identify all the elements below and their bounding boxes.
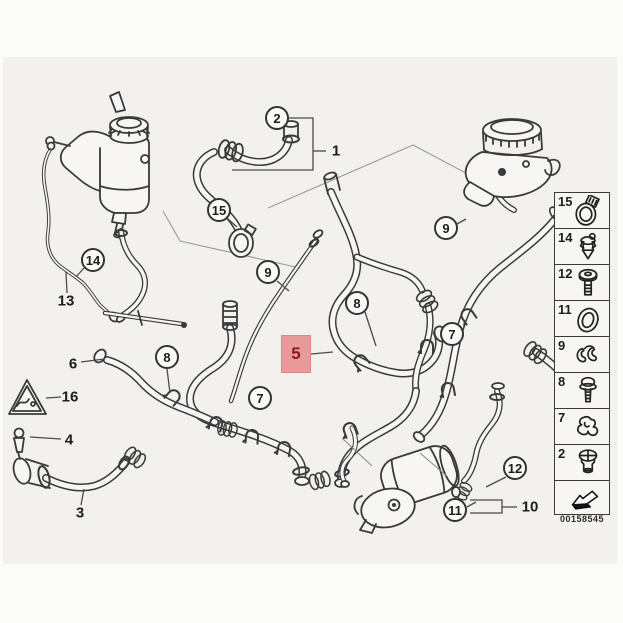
sensor-4 — [13, 427, 25, 460]
legend-row-11[interactable]: 11 — [555, 301, 609, 337]
hose-group-6 — [93, 300, 333, 492]
direction-arrow-icon — [571, 490, 599, 510]
clamp-15-part — [228, 223, 257, 258]
callout-9-left[interactable]: 9 — [256, 260, 280, 284]
legend-num-11: 11 — [558, 302, 572, 317]
legend-row-14[interactable]: 14 — [555, 229, 609, 265]
label-4[interactable]: 4 — [64, 431, 74, 449]
label-1[interactable]: 1 — [331, 142, 341, 160]
callout-11[interactable]: 11 — [443, 498, 467, 522]
callout-8-left[interactable]: 8 — [155, 345, 179, 369]
label-13[interactable]: 13 — [57, 292, 75, 310]
label-10[interactable]: 10 — [521, 498, 539, 516]
callout-8-right[interactable]: 8 — [345, 291, 369, 315]
diagram-part-number: 00158545 — [559, 514, 605, 524]
legend-row-arrow[interactable] — [555, 481, 609, 514]
spring-clip-icon — [577, 415, 599, 437]
legend-num-9: 9 — [558, 338, 566, 353]
washer-screw-icon — [579, 376, 597, 403]
thermostat-housing — [463, 118, 561, 207]
highlighted-part-5[interactable]: 5 — [281, 335, 311, 373]
bracket-part-1 — [232, 117, 326, 171]
legend-num-7: 7 — [558, 410, 566, 425]
callout-12[interactable]: 12 — [503, 456, 527, 480]
hose-10 — [451, 382, 505, 503]
thin-pipe-9 — [228, 229, 324, 404]
hose-group-5 — [323, 171, 449, 488]
legend-row-7[interactable]: 7 — [555, 409, 609, 445]
bracket-part-10 — [470, 499, 517, 514]
legend-num-15: 15 — [558, 194, 573, 209]
expanding-rivet-icon — [579, 232, 597, 260]
legend-num-12: 12 — [558, 266, 573, 281]
legend-row-9[interactable]: 9 — [555, 337, 609, 373]
expansion-tank — [45, 91, 150, 239]
callout-7-right[interactable]: 7 — [440, 322, 464, 346]
legend-row-8[interactable]: 8 — [555, 373, 609, 409]
callout-7-left[interactable]: 7 — [248, 386, 272, 410]
hose-3 — [12, 444, 149, 492]
legend-row-2[interactable]: 2 — [555, 445, 609, 481]
warning-triangle[interactable] — [8, 379, 47, 415]
tank-hose-14 — [114, 228, 148, 323]
blind-plug-icon — [578, 449, 598, 474]
highlight-label: 5 — [291, 344, 301, 363]
collar-screw-icon — [578, 268, 598, 296]
legend-num-14: 14 — [558, 230, 573, 245]
legend-num-2: 2 — [558, 446, 566, 461]
label-3[interactable]: 3 — [75, 504, 85, 522]
callout-15[interactable]: 15 — [207, 198, 231, 222]
wire-clip-icon — [576, 345, 598, 363]
label-16[interactable]: 16 — [61, 388, 79, 406]
label-6[interactable]: 6 — [68, 355, 78, 373]
legend-num-8: 8 — [558, 374, 566, 389]
leader-lines — [29, 218, 507, 508]
legend-row-15[interactable]: 15 — [555, 193, 609, 229]
mount-pipe — [102, 310, 187, 328]
callout-9-right[interactable]: 9 — [434, 216, 458, 240]
callout-14[interactable]: 14 — [81, 248, 105, 272]
o-ring-icon — [577, 307, 599, 333]
pump-side-hose — [339, 425, 358, 488]
hose-clamp-icon — [575, 195, 600, 226]
legend-row-12[interactable]: 12 — [555, 265, 609, 301]
parts-legend: 15 14 12 — [554, 192, 610, 515]
water-pump — [341, 437, 460, 534]
callout-2[interactable]: 2 — [265, 106, 289, 130]
